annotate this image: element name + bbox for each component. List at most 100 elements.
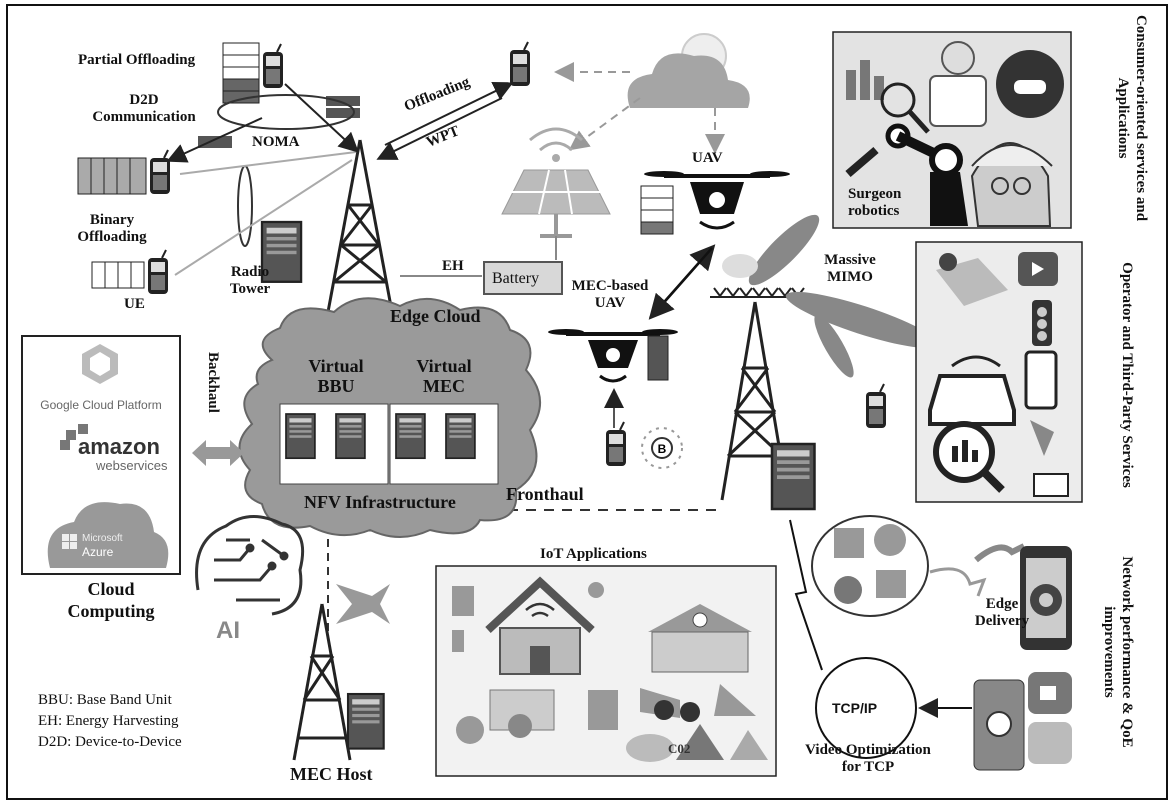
aws-cubes-icon <box>60 424 88 450</box>
abbreviation-legend: BBU: Base Band Unit EH: Energy Harvestin… <box>38 690 182 753</box>
uav-link-arrow <box>648 247 713 320</box>
eh-label: EH <box>442 258 464 274</box>
edge-cloud-label: Edge Cloud <box>390 306 481 326</box>
mec-host-tower-icon <box>292 603 352 761</box>
noma-vertical-ellipse <box>237 165 253 247</box>
video-optimization-label: Video Optimization for TCP <box>800 742 936 776</box>
azure-cloud-icon <box>47 502 169 568</box>
mec-host-label: MEC Host <box>290 764 373 784</box>
d2d-label: D2D Communication <box>84 92 204 126</box>
backhaul-label: Backhaul <box>205 352 221 413</box>
massive-label-line2: MIMO <box>827 269 873 285</box>
ue-label: UE <box>124 296 145 312</box>
google-cloud-label: Google Cloud Platform <box>40 398 162 412</box>
svg-text:B: B <box>658 442 667 456</box>
operator-icons <box>928 252 1069 497</box>
radio-label-line2: Tower <box>229 281 271 297</box>
google-cloud-logo-icon <box>82 344 118 384</box>
virtual-mec-label: Virtual MEC <box>404 356 484 396</box>
edge-delivery-line2: Delivery <box>974 613 1030 629</box>
amazon-label: amazon <box>78 434 160 459</box>
vbbu-line2: BBU <box>317 376 355 396</box>
solar-panel-icon <box>501 127 611 238</box>
ue-phone-icon <box>605 421 627 467</box>
offloading-arrow <box>384 82 514 146</box>
ue-phone-icon <box>865 383 887 429</box>
bitcoin-icon: B <box>641 427 683 469</box>
cloud-label-line2: Computing <box>67 601 155 621</box>
edge-delivery-arrow <box>929 567 987 597</box>
binary-label-line1: Binary <box>89 212 135 228</box>
edge-delivery-line1: Edge <box>985 596 1019 612</box>
edge-server-icon <box>770 442 816 511</box>
ue-phone-icon <box>149 149 171 195</box>
ue-phone-icon <box>147 249 169 295</box>
partial-offloading-label: Partial Offloading <box>78 52 196 68</box>
noma-label: NOMA <box>252 134 300 150</box>
nfv-infrastructure-label: NFV Infrastructure <box>304 492 456 512</box>
radio-tower-icon <box>326 139 394 313</box>
d2d-arrow <box>166 117 263 163</box>
task-block-icon <box>198 136 232 148</box>
consumer-icons <box>845 41 1064 227</box>
server-icon <box>395 413 426 460</box>
cloud-label-line1: Cloud <box>87 579 135 599</box>
beam-shape <box>722 254 758 278</box>
iot-applications-label: IoT Applications <box>540 546 647 562</box>
video-label-line1: Video Optimization <box>805 742 931 758</box>
battery-box <box>483 261 563 295</box>
beam-shape <box>748 214 820 286</box>
backhaul-arrow <box>192 440 244 466</box>
binary-offloading-label: Binary Offloading <box>62 212 162 246</box>
radio-label-line1: Radio <box>230 264 270 280</box>
cloud-computing-label: Cloud Computing <box>56 578 166 622</box>
mec-uav-label-line2: UAV <box>594 295 626 311</box>
surgeon-robotics-label: Surgeon robotics <box>848 186 901 220</box>
ue-queue-icon <box>91 261 145 289</box>
video-apps-icons <box>973 672 1072 771</box>
beam-shape <box>785 291 939 349</box>
vbbu-line1: Virtual <box>308 356 364 376</box>
d2d-label-line2: Communication <box>92 109 196 125</box>
virtual-bbu-label: Virtual BBU <box>296 356 376 396</box>
binary-offloading-queue-icon <box>77 157 147 195</box>
network-performance-title: Network performance & QoE improvements <box>1101 556 1135 748</box>
server-icon <box>445 413 476 460</box>
vmec-line2: MEC <box>423 376 465 396</box>
smart-home-icon <box>485 576 595 675</box>
phone-gear-icon <box>1020 546 1072 650</box>
ue-phone-icon <box>262 43 284 89</box>
smart-city-icons <box>452 582 768 762</box>
battery-label: Battery <box>492 270 540 287</box>
task-block-icon <box>326 96 360 106</box>
mec-uav-label: MEC-based UAV <box>560 278 660 312</box>
vmec-line1: Virtual <box>416 356 472 376</box>
windows-logo-icon <box>62 534 77 549</box>
server-icon <box>285 413 316 460</box>
fronthaul-label: Fronthaul <box>506 484 584 504</box>
wireless-link-line <box>789 519 823 671</box>
surgeon-label-line1: Surgeon <box>848 186 902 202</box>
task-block-icon <box>326 108 360 118</box>
uav-drone-icon <box>644 171 790 230</box>
d2d-label-line1: D2D <box>129 92 159 108</box>
radio-tower-label: Radio Tower <box>218 264 282 298</box>
binary-label-line2: Offloading <box>77 229 147 245</box>
energy-arrow <box>568 97 641 151</box>
surgeon-label-line2: robotics <box>848 203 900 219</box>
edge-delivery-arrow <box>974 543 1026 563</box>
legend-item-d2d: D2D: Device-to-Device <box>38 734 182 750</box>
ai-to-iot-arrow <box>336 584 390 624</box>
mec-host-server-icon <box>346 692 385 750</box>
azure-label: Azure <box>82 545 114 559</box>
smart-school-icon <box>648 604 752 673</box>
uav-queue-icon <box>640 185 674 235</box>
sun-cloud-icon <box>627 33 750 108</box>
figure-frame <box>6 4 1168 800</box>
legend-item-eh: EH: Energy Harvesting <box>38 713 179 729</box>
microsoft-label: Microsoft <box>82 533 123 544</box>
link-line <box>179 151 357 175</box>
video-label-line2: for TCP <box>841 759 895 775</box>
massive-mimo-label: Massive MIMO <box>810 252 890 286</box>
